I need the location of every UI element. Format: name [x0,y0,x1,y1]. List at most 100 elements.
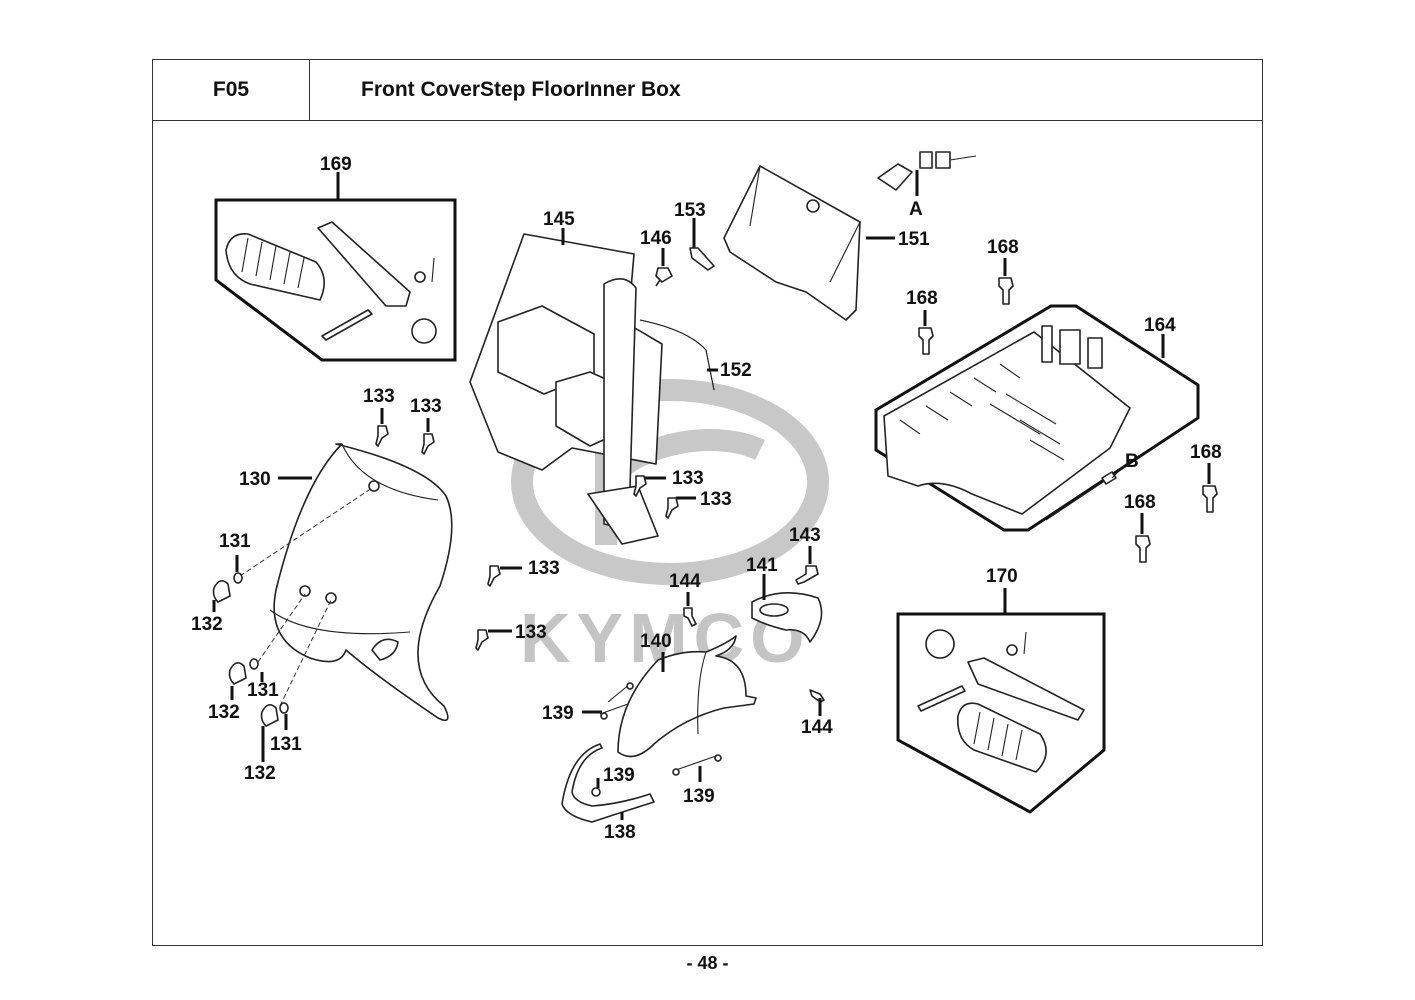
part-170-footrest-assy[interactable] [896,588,1106,814]
callout-132-2: 132 [208,702,240,723]
step-floor-bracket [1041,325,1103,369]
part-145-inner-box[interactable] [469,228,663,545]
callout-143: 143 [789,525,821,546]
page-title: Front CoverStep FloorInner Box [361,78,681,101]
washer-131-icon [279,702,289,714]
callout-131-2: 131 [247,680,279,701]
clip-139-icon [626,682,634,690]
screw-144-icon [809,689,825,703]
footrest-plate [411,318,437,344]
screw-144-icon [683,607,697,627]
callout-133-4: 133 [700,489,732,510]
clip-153-icon [689,247,715,271]
lid-body [723,165,861,321]
screw-133-icon [421,433,435,455]
callout-139-3: 139 [683,786,715,807]
footrest-arm [967,657,1085,721]
header-row [152,59,1263,121]
watermark-ellipse [511,379,829,585]
callout-169: 169 [320,154,352,175]
bolt-168-icon [918,327,934,355]
footrest-rubber [957,702,1047,773]
part-169-footrest-assy[interactable] [214,172,457,362]
part-144-screws[interactable] [683,592,825,716]
cap-132-icon [212,580,231,603]
bolt-146-icon [655,267,673,287]
footrest-washer [414,271,426,283]
screw-133-icon [487,565,501,587]
callout-labels: 169 170 145 146 153 151 152 A B 164 168 … [191,154,1222,843]
callout-140: 140 [640,631,672,652]
callout-133-2: 133 [410,396,442,417]
callout-168-4: 168 [1124,492,1156,513]
kit-box-169 [214,198,457,362]
callout-141: 141 [746,555,778,576]
callout-133-3: 133 [672,468,704,489]
part-130-front-cover[interactable] [239,443,453,722]
bolt-143-icon [795,565,819,585]
part-139-clips[interactable] [582,682,722,797]
inner-box-bracket [587,485,659,545]
clip-139-icon [591,787,601,797]
callout-144-1: 144 [669,571,701,592]
lid-lock-hole [806,199,820,213]
part-140-front-fender[interactable] [617,635,757,758]
callout-144-2: 144 [801,717,833,738]
wire-harness [1045,479,1107,521]
footrest-rubber [225,233,325,301]
footrest-washer [1006,644,1018,656]
connector-b [1101,471,1117,485]
callout-130: 130 [239,469,271,490]
part-151-lid[interactable] [723,165,895,321]
part-146-bolt[interactable] [655,248,673,287]
section-code: F05 [212,78,250,101]
diagram-frame [152,59,1263,946]
screw-133-icon [633,475,647,497]
callout-145: 145 [543,209,575,230]
bolt-168-icon [1202,485,1218,513]
callout-152: 152 [720,360,752,381]
part-153-clip[interactable] [689,218,715,271]
callout-133-6: 133 [515,622,547,643]
fender-trim-body [561,743,655,823]
step-floor-body [883,331,1131,515]
footrest-arm [317,221,411,307]
callout-131-1: 131 [219,531,251,552]
callout-168-2: 168 [906,288,938,309]
callout-b: B [1125,451,1139,472]
callout-131-3: 131 [270,734,302,755]
callout-133-5: 133 [528,558,560,579]
key-1 [919,151,933,169]
callout-168-1: 168 [987,237,1019,258]
bolt-168-icon [1135,535,1151,563]
part-164-step-floor[interactable] [874,304,1200,532]
footrest-plate [925,629,955,659]
part-143-bolt[interactable] [795,546,819,585]
cap-132-icon [228,662,247,685]
callout-a: A [909,199,923,220]
part-152-frame[interactable] [639,319,718,391]
footrest-pin [321,309,373,341]
screw-133-icon [665,497,679,519]
part-131-132-fasteners[interactable] [212,555,289,762]
callout-133-1: 133 [363,386,395,407]
cover-vent [371,638,399,661]
callout-153: 153 [674,200,706,221]
part-138-fender-trim[interactable] [561,743,655,823]
kit-box-170 [896,612,1106,814]
cover-hole [368,480,380,492]
footrest-cotter-pin [431,257,435,283]
clip-139-icon [600,712,608,720]
footrest-pin [917,685,966,712]
page-number: - 48 - [686,953,729,973]
callout-139-2: 139 [603,765,635,786]
cover-hole [299,585,311,597]
fender-body [617,635,757,758]
part-133-screws[interactable] [375,408,696,651]
bolt-168-icon [998,277,1014,305]
callout-170: 170 [986,566,1018,587]
callout-139-1: 139 [542,703,574,724]
part-168-bolts[interactable] [918,258,1218,563]
part-a-key-lock[interactable] [877,151,977,196]
part-141-cover[interactable] [751,574,823,643]
